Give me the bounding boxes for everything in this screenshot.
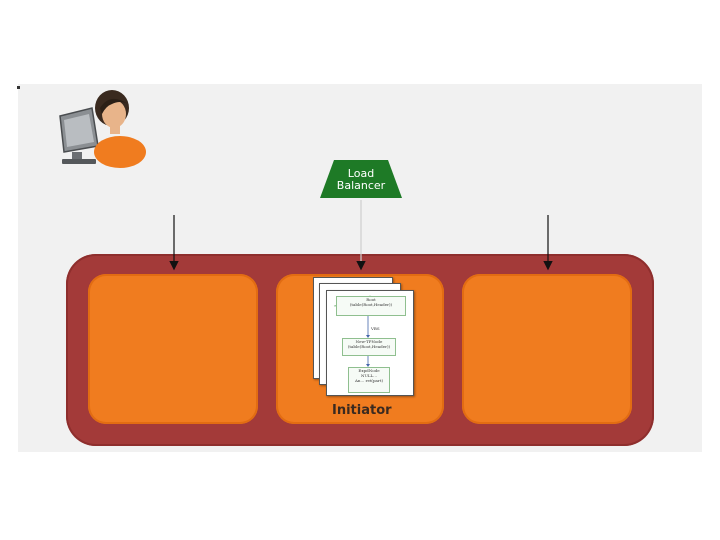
connection-arrows bbox=[0, 0, 720, 540]
diagram-canvas: Load Balancer Root (table(Root,Header)) … bbox=[0, 0, 720, 540]
